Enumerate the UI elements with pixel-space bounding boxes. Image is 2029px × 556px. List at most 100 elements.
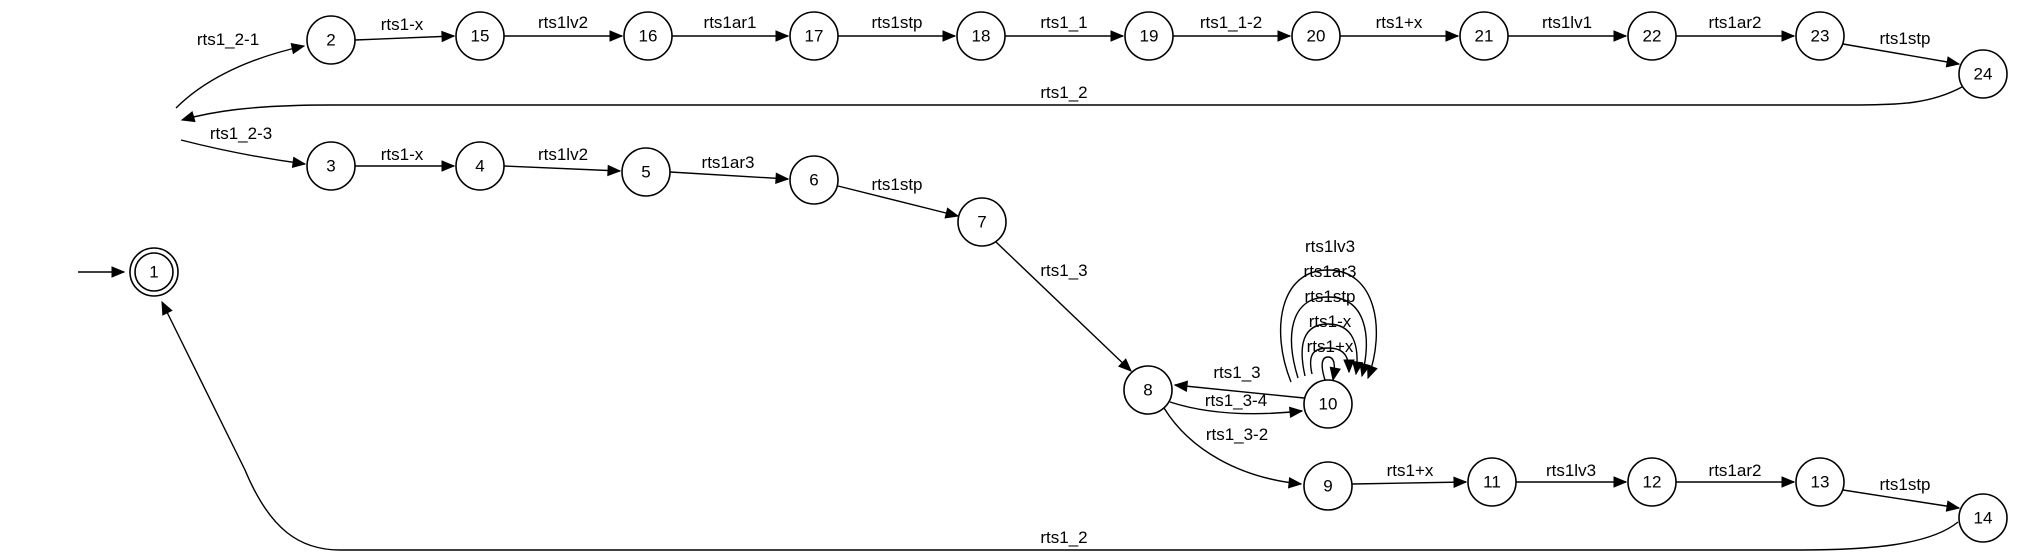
state-24: 24 bbox=[1958, 49, 2008, 99]
transition-arrowhead-22-23 bbox=[1781, 30, 1796, 42]
state-17-circle bbox=[789, 11, 839, 61]
state-5-label: 5 bbox=[641, 163, 650, 182]
transition-path-1-2 bbox=[175, 45, 305, 109]
state-1-label: 1 bbox=[149, 263, 158, 282]
state-18-circle bbox=[956, 11, 1006, 61]
state-4-label: 4 bbox=[475, 157, 484, 176]
transition-path-5-6 bbox=[669, 171, 789, 180]
transition-label-8-10: rts1_3-4 bbox=[1205, 391, 1267, 410]
transition-10-10 bbox=[1290, 296, 1371, 379]
state-9: 9 bbox=[1303, 461, 1353, 511]
state-23-label: 23 bbox=[1811, 27, 1830, 46]
transition-label-21-22: rts1lv1 bbox=[1542, 13, 1592, 32]
transition-arrowhead-10-10 bbox=[1329, 366, 1341, 382]
state-3-circle bbox=[306, 141, 356, 191]
transition-label-14-1: rts1_2 bbox=[1040, 528, 1087, 547]
transition-18-19 bbox=[1005, 30, 1125, 42]
transition-arrowhead-17-18 bbox=[942, 30, 957, 42]
transition-path-10-10 bbox=[1290, 296, 1367, 379]
state-11-label: 11 bbox=[1483, 473, 1501, 492]
state-24-circle bbox=[1958, 49, 2008, 99]
transition-path-10-8 bbox=[1174, 384, 1305, 399]
transition-3-4 bbox=[355, 160, 456, 172]
state-4: 4 bbox=[455, 141, 505, 191]
transition-label-10-10: rts1lv3 bbox=[1305, 237, 1355, 256]
transition-label-10-10: rts1ar3 bbox=[1304, 262, 1357, 281]
transition-label-12-13: rts1ar2 bbox=[1709, 461, 1762, 480]
transition-10-10 bbox=[1279, 269, 1378, 383]
transition-23-24 bbox=[1842, 43, 1961, 68]
transition-label-9-11: rts1+x bbox=[1387, 461, 1434, 480]
transition-path-4-5 bbox=[503, 165, 621, 172]
state-20-label: 20 bbox=[1307, 27, 1326, 46]
state-21: 21 bbox=[1459, 11, 1509, 61]
transition-path-24-1 bbox=[181, 86, 1963, 121]
state-18: 18 bbox=[956, 11, 1006, 61]
transition-19-20 bbox=[1173, 30, 1292, 42]
state-16-circle bbox=[623, 11, 673, 61]
transition-path-7-8 bbox=[995, 241, 1132, 372]
transition-arrowhead-10-10 bbox=[1359, 362, 1371, 378]
transition-path-2-15 bbox=[354, 35, 455, 41]
transition-arrowhead-4-5 bbox=[607, 164, 622, 177]
transition-arrowhead-23-24 bbox=[1945, 56, 1961, 68]
state-12-circle bbox=[1627, 457, 1677, 507]
transition-label-3-4: rts1-x bbox=[381, 145, 424, 164]
transition-path-13-14 bbox=[1842, 489, 1960, 509]
state-16-label: 16 bbox=[639, 27, 658, 46]
state-24-label: 24 bbox=[1974, 65, 1993, 84]
state-12: 12 bbox=[1627, 457, 1677, 507]
transition-path-14-1 bbox=[161, 301, 1959, 551]
state-19: 19 bbox=[1124, 11, 1174, 61]
transition-path-9-11 bbox=[1351, 481, 1467, 485]
transition-label-17-18: rts1stp bbox=[871, 13, 922, 32]
state-10: 10 bbox=[1303, 379, 1353, 429]
state-2-circle bbox=[306, 15, 356, 65]
transition-8-9 bbox=[1163, 407, 1303, 489]
initial-arrow bbox=[78, 266, 126, 278]
state-15: 15 bbox=[455, 11, 505, 61]
transition-9-11 bbox=[1351, 476, 1468, 488]
transition-24-1 bbox=[180, 86, 1963, 123]
transition-arrowhead-12-13 bbox=[1781, 476, 1796, 488]
transition-20-21 bbox=[1340, 30, 1460, 42]
state-3-label: 3 bbox=[326, 157, 335, 176]
transition-arrowhead-1-2 bbox=[290, 43, 306, 55]
state-1-accepting-ring bbox=[134, 252, 174, 292]
transition-path-6-7 bbox=[837, 185, 959, 217]
state-15-label: 15 bbox=[471, 27, 490, 46]
state-10-label: 10 bbox=[1319, 395, 1338, 414]
state-6: 6 bbox=[789, 155, 839, 205]
transition-7-8 bbox=[995, 241, 1132, 372]
transition-arrowhead-13-14 bbox=[1945, 500, 1961, 512]
state-14-circle bbox=[1958, 493, 2008, 543]
transition-10-10 bbox=[1321, 356, 1341, 382]
transition-label-7-8: rts1_3 bbox=[1040, 261, 1087, 280]
transition-arrowhead-24-1 bbox=[180, 111, 196, 123]
transition-arrowhead-11-12 bbox=[1613, 476, 1628, 488]
state-9-circle bbox=[1303, 461, 1353, 511]
transition-1-3 bbox=[180, 139, 307, 169]
transition-5-6 bbox=[669, 171, 790, 184]
transition-arrowhead-20-21 bbox=[1445, 30, 1460, 42]
initial-arrow-head bbox=[111, 266, 126, 278]
transition-13-14 bbox=[1842, 489, 1961, 512]
transition-path-1-3 bbox=[180, 139, 306, 165]
transition-label-1-3: rts1_2-3 bbox=[210, 124, 272, 143]
transition-arrowhead-1-3 bbox=[291, 156, 307, 169]
transition-path-23-24 bbox=[1842, 43, 1960, 65]
transition-label-11-12: rts1lv3 bbox=[1546, 461, 1596, 480]
transition-label-23-24: rts1stp bbox=[1879, 29, 1930, 48]
transition-arrowhead-15-16 bbox=[609, 30, 624, 42]
transition-label-1-2: rts1_2-1 bbox=[197, 30, 259, 49]
edges-layer bbox=[78, 30, 1963, 551]
transition-arrowhead-21-22 bbox=[1613, 30, 1628, 42]
state-11-circle bbox=[1467, 457, 1517, 507]
state-6-label: 6 bbox=[809, 171, 818, 190]
state-21-label: 21 bbox=[1475, 27, 1494, 46]
transition-label-18-19: rts1_1 bbox=[1040, 13, 1087, 32]
transition-path-8-9 bbox=[1163, 407, 1302, 485]
